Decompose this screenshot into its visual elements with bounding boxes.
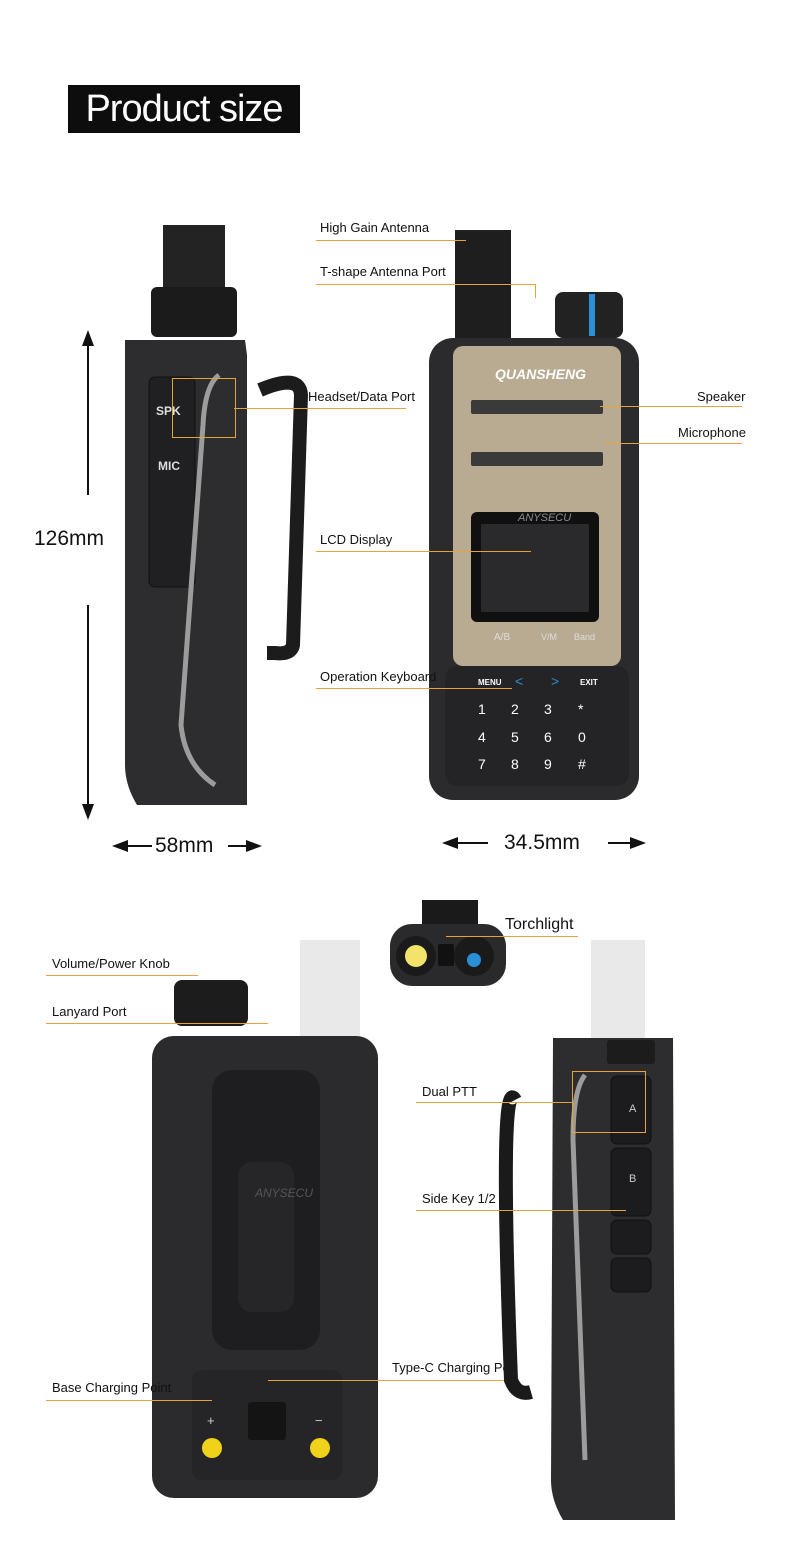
callout-lanyard-port: Lanyard Port — [52, 1004, 127, 1019]
ptt-a-label[interactable]: A — [629, 1103, 637, 1115]
lcd-watermark: ANYSECU — [518, 512, 572, 524]
width-dimension-label: 34.5mm — [504, 831, 580, 854]
callout-line-microphone — [605, 443, 742, 444]
callout-line-ptt — [416, 1102, 572, 1103]
key-2[interactable]: 2 — [511, 701, 519, 717]
callout-line-typec — [268, 1380, 504, 1381]
callout-line-antenna-port — [316, 284, 536, 285]
height-dimension-label: 126mm — [34, 527, 105, 550]
key-menu[interactable]: MENU — [478, 678, 502, 687]
callout-line-speaker — [600, 406, 742, 407]
ptt-b-label[interactable]: B — [629, 1173, 637, 1185]
rear-watermark: ANYSECU — [255, 1186, 314, 1200]
radio-front-view — [429, 230, 639, 800]
key-6[interactable]: 6 — [544, 729, 552, 745]
radio-side-view-ptt — [498, 940, 675, 1520]
callout-torchlight: Torchlight — [505, 916, 574, 933]
callout-antenna-port: T-shape Antenna Port — [320, 264, 446, 279]
key-8[interactable]: 8 — [511, 756, 519, 772]
key-ab[interactable]: A/B — [494, 632, 511, 643]
callout-line-antenna — [316, 240, 466, 241]
front-brand-logo: QUANSHENG — [495, 366, 587, 382]
page-title: Product size — [68, 85, 300, 133]
callout-speaker: Speaker — [697, 389, 746, 404]
charge-minus-label: − — [315, 1413, 323, 1428]
key-7[interactable]: 7 — [478, 756, 486, 772]
key-1[interactable]: 1 — [478, 701, 486, 717]
callout-operation-keyboard: Operation Keyboard — [320, 669, 437, 684]
callout-line-volume — [46, 975, 198, 976]
side-mic-label: MIC — [158, 459, 180, 473]
callout-line-keyboard — [316, 688, 512, 689]
callout-volume-knob: Volume/Power Knob — [52, 956, 170, 971]
key-star[interactable]: * — [578, 701, 584, 717]
callout-high-gain-antenna: High Gain Antenna — [320, 220, 430, 235]
key-band[interactable]: Band — [574, 632, 596, 642]
key-exit[interactable]: EXIT — [580, 678, 598, 687]
dual-ptt-highlight — [572, 1071, 646, 1133]
callout-typec-port: Type-C Charging Port — [392, 1360, 518, 1375]
callout-line-antenna-port-drop — [535, 284, 536, 298]
callout-base-charging: Base Charging Point — [52, 1380, 172, 1395]
key-hash[interactable]: # — [578, 756, 586, 772]
callout-line-base-charging — [46, 1400, 212, 1401]
depth-dimension-arrow — [112, 840, 262, 852]
key-3[interactable]: 3 — [544, 701, 552, 717]
callout-microphone: Microphone — [678, 425, 746, 440]
headset-port-highlight — [172, 378, 236, 438]
callout-line-side-key — [416, 1210, 626, 1211]
depth-dimension-label: 58mm — [155, 834, 214, 857]
key-left-icon[interactable]: < — [515, 673, 524, 689]
callout-side-key: Side Key 1/2 — [422, 1191, 496, 1206]
charge-plus-label: + — [207, 1413, 215, 1428]
key-0[interactable]: 0 — [578, 729, 586, 745]
key-right-icon[interactable]: > — [551, 673, 560, 689]
height-dimension-arrow — [82, 330, 94, 820]
key-4[interactable]: 4 — [478, 729, 486, 745]
callout-dual-ptt: Dual PTT — [422, 1084, 477, 1099]
key-9[interactable]: 9 — [544, 756, 552, 772]
key-vm[interactable]: V/M — [541, 632, 558, 642]
width-dimension-arrow — [442, 837, 646, 849]
callout-line-torchlight — [446, 936, 578, 937]
callout-headset-port: Headset/Data Port — [308, 389, 415, 404]
radio-rear-view — [152, 940, 378, 1498]
torchlight-detail — [390, 900, 506, 986]
callout-line-lcd — [316, 551, 531, 552]
callout-line-lanyard — [46, 1023, 268, 1024]
radio-side-view — [125, 225, 309, 805]
callout-line-headset — [234, 408, 406, 409]
key-5[interactable]: 5 — [511, 729, 519, 745]
side-spk-label: SPK — [156, 404, 181, 418]
callout-lcd-display: LCD Display — [320, 532, 393, 547]
